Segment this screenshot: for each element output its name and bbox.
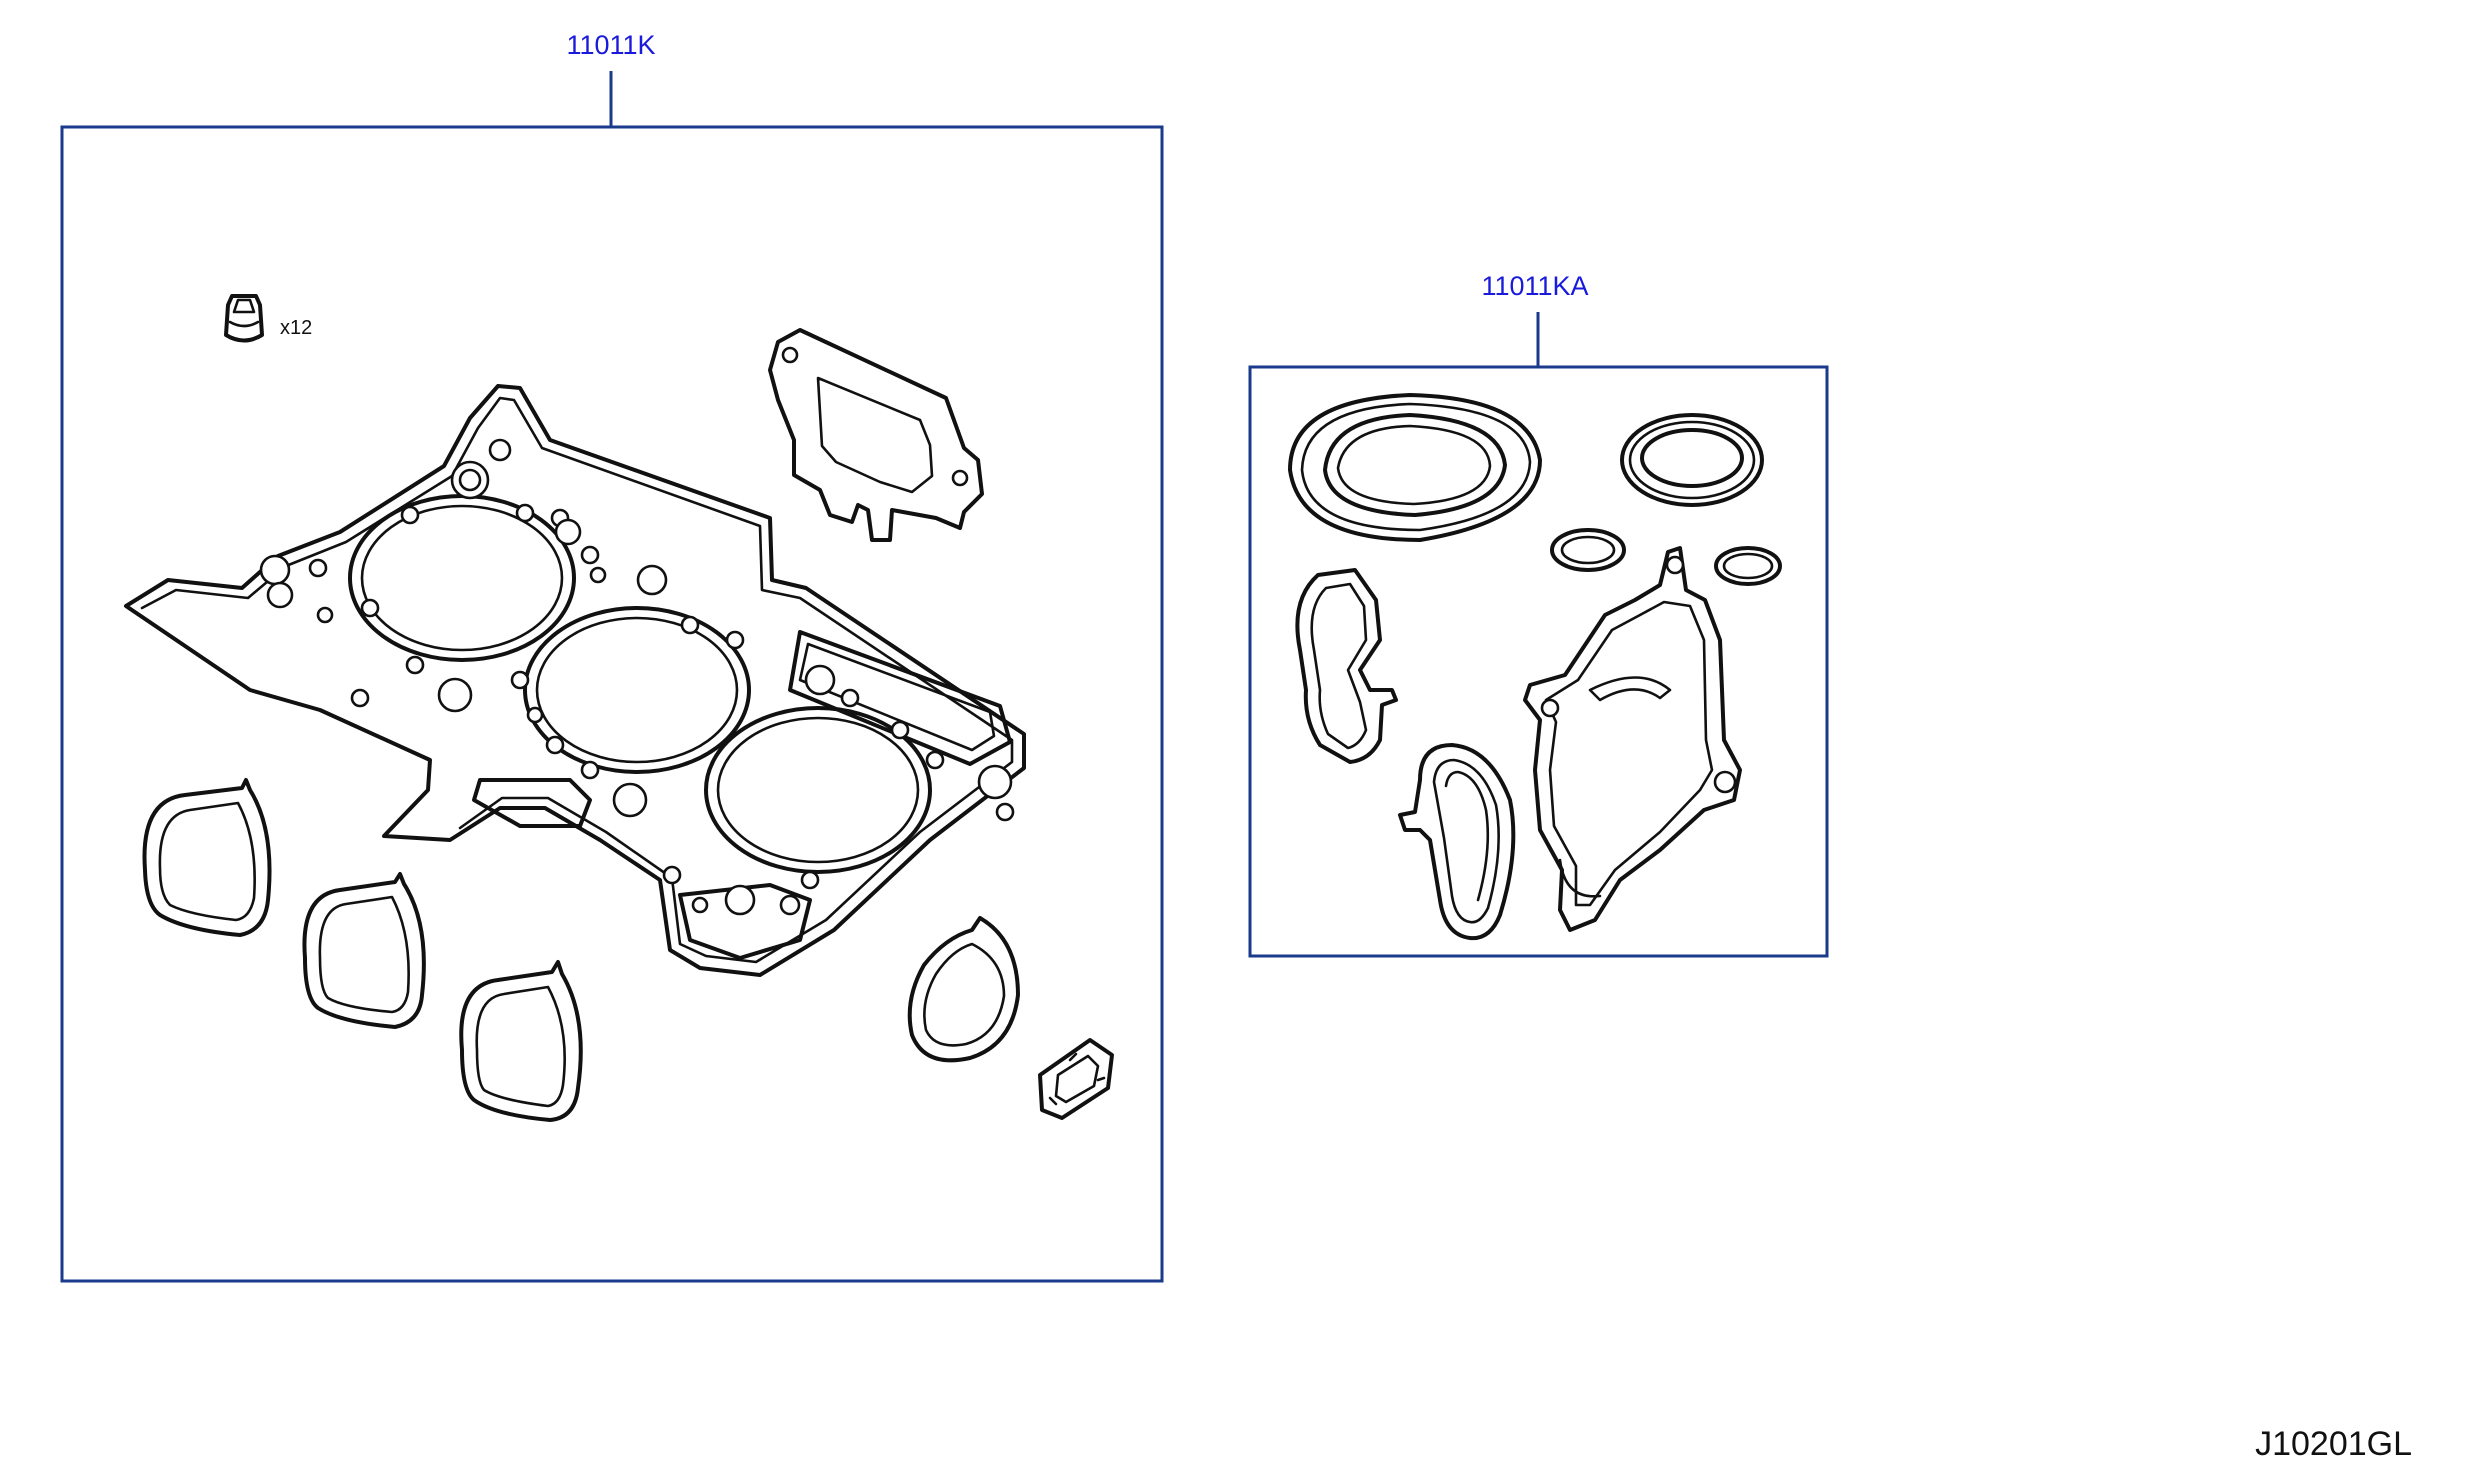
o-ring-small-1	[1550, 528, 1626, 572]
callout-11011k[interactable]: 11011K	[566, 30, 655, 60]
o-ring-small-2	[1714, 546, 1782, 586]
kit-frame-11011k	[60, 125, 1164, 1283]
water-outlet-gasket	[1398, 743, 1516, 941]
bolt-icon	[224, 294, 264, 343]
quantity-note: x12	[280, 317, 312, 339]
oil-seal	[1038, 1038, 1114, 1120]
intake-port-gasket-1	[142, 778, 272, 937]
cover-gasket	[768, 328, 984, 542]
callout-11011ka[interactable]: 11011KA	[1481, 271, 1588, 301]
diagram-code: J10201GL	[2255, 1425, 2412, 1463]
thermostat-gasket	[1295, 568, 1398, 764]
water-pump-gasket	[1523, 546, 1742, 932]
seal-ring	[907, 916, 1020, 1063]
medium-seal-ring	[1620, 413, 1764, 507]
large-oil-seal	[1288, 393, 1542, 542]
cylinder-head-gasket	[124, 384, 1026, 977]
kit-frame-11011ka	[1248, 365, 1829, 958]
intake-port-gasket-3	[459, 960, 583, 1122]
intake-port-gasket-2	[302, 872, 426, 1029]
